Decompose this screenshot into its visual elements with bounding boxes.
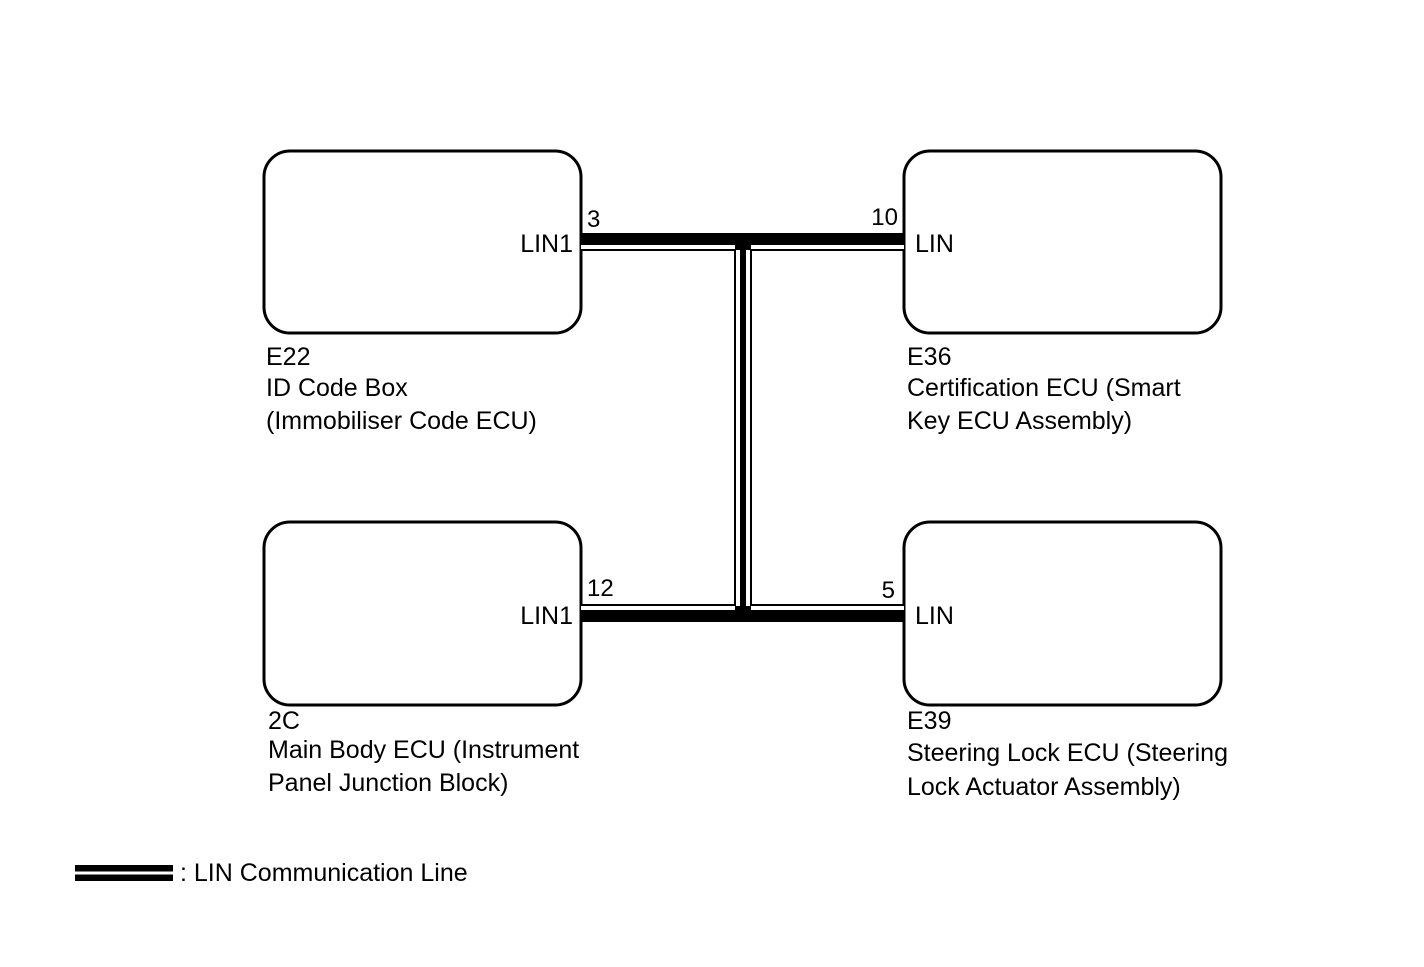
certification-ecu-pin-number: 10 <box>871 204 898 231</box>
main-body-ecu-name-line1: Main Body ECU (Instrument <box>268 736 579 764</box>
legend-label: : LIN Communication Line <box>180 859 468 887</box>
certification-ecu-connector-code: E36 <box>907 343 951 371</box>
certification-ecu-name-line1: Certification ECU (Smart <box>907 374 1181 402</box>
id-code-box-connector-code: E22 <box>266 343 310 371</box>
lin-bus-lines <box>581 233 904 622</box>
main-body-ecu-connector-code: 2C <box>268 707 300 735</box>
steering-lock-ecu-terminal-label: LIN <box>915 602 954 630</box>
steering-lock-ecu-connector-code: E39 <box>907 707 951 735</box>
main-body-ecu-terminal-label: LIN1 <box>520 602 573 630</box>
steering-lock-ecu-name-line1: Steering Lock ECU (Steering <box>907 739 1228 767</box>
main-body-ecu-pin-number: 12 <box>587 575 614 602</box>
certification-ecu-name-line2: Key ECU Assembly) <box>907 407 1132 435</box>
main-body-ecu-name-line2: Panel Junction Block) <box>268 769 508 797</box>
legend: : LIN Communication Line <box>75 859 468 887</box>
steering-lock-ecu-name-line2: Lock Actuator Assembly) <box>907 773 1181 801</box>
certification-ecu-terminal-label: LIN <box>915 230 954 258</box>
id-code-box-name-line2: (Immobiliser Code ECU) <box>266 407 537 435</box>
steering-lock-ecu-pin-number: 5 <box>882 577 895 604</box>
id-code-box-pin-number: 3 <box>587 206 600 233</box>
id-code-box-terminal-label: LIN1 <box>520 230 573 258</box>
id-code-box-name-line1: ID Code Box <box>266 374 408 402</box>
